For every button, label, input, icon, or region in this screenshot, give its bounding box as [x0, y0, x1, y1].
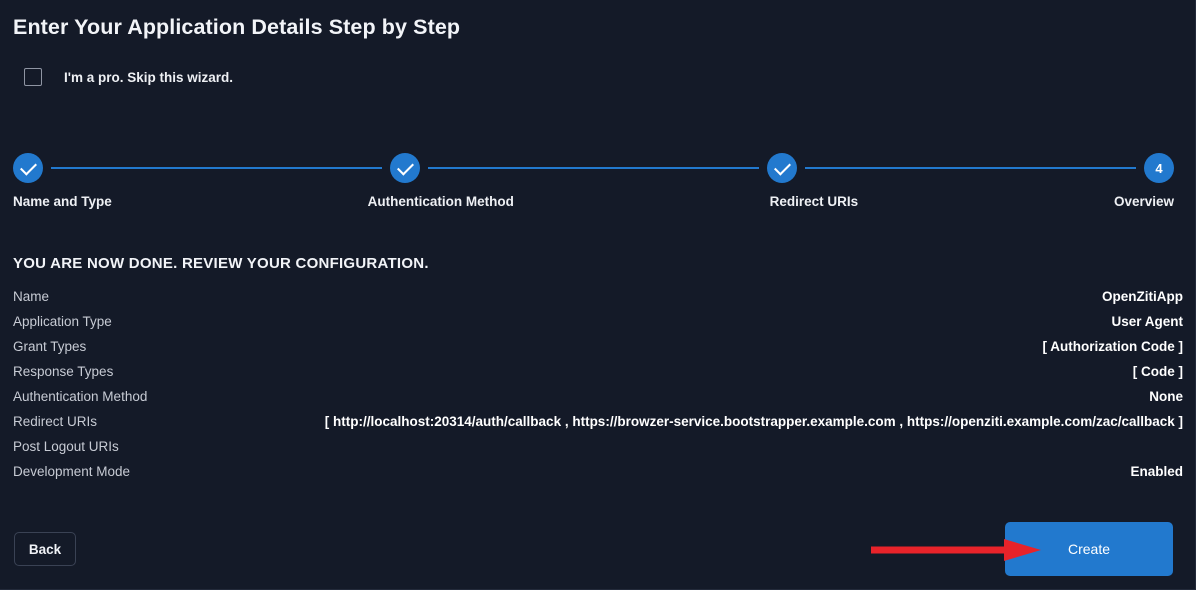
summary-row-name: Name OpenZitiApp — [13, 289, 1183, 314]
summary-row-grant-types: Grant Types [ Authorization Code ] — [13, 339, 1183, 364]
summary-key: Post Logout URIs — [13, 439, 119, 454]
stepper-connector-2 — [428, 166, 759, 170]
check-icon — [396, 158, 414, 176]
stepper-connector-3 — [805, 166, 1136, 170]
stepper-node-2[interactable] — [390, 153, 420, 183]
stepper-node-4-number: 4 — [1155, 160, 1163, 176]
summary-key: Response Types — [13, 364, 114, 379]
summary-key: Name — [13, 289, 50, 304]
summary-value: OpenZitiApp — [1102, 289, 1183, 304]
summary-key: Development Mode — [13, 464, 131, 479]
configuration-summary: Name OpenZitiApp Application Type User A… — [13, 289, 1183, 489]
summary-row-development-mode: Development Mode Enabled — [13, 464, 1183, 489]
create-button[interactable]: Create — [1005, 522, 1173, 576]
summary-value: [ http://localhost:20314/auth/callback ,… — [324, 414, 1183, 429]
stepper-label-overview[interactable]: Overview — [1113, 194, 1174, 209]
stepper-label-name-and-type[interactable]: Name and Type — [13, 194, 112, 209]
summary-row-post-logout-uris: Post Logout URIs — [13, 439, 1183, 464]
summary-key: Application Type — [13, 314, 112, 329]
summary-row-authentication-method: Authentication Method None — [13, 389, 1183, 414]
summary-row-application-type: Application Type User Agent — [13, 314, 1183, 339]
summary-value: [ Code ] — [1132, 364, 1183, 379]
summary-value: [ Authorization Code ] — [1042, 339, 1183, 354]
skip-wizard-checkbox[interactable] — [24, 68, 42, 86]
wizard-stepper: 4 Name and Type Authentication Method Re… — [13, 152, 1174, 222]
summary-value: User Agent — [1111, 314, 1183, 329]
summary-row-redirect-uris: Redirect URIs [ http://localhost:20314/a… — [13, 414, 1183, 439]
skip-wizard-label: I'm a pro. Skip this wizard. — [64, 69, 233, 85]
stepper-connector-1 — [51, 166, 382, 170]
stepper-label-authentication-method[interactable]: Authentication Method — [367, 194, 514, 209]
summary-row-response-types: Response Types [ Code ] — [13, 364, 1183, 389]
summary-value: Enabled — [1130, 464, 1183, 479]
stepper-node-1[interactable] — [13, 153, 43, 183]
review-section-heading: YOU ARE NOW DONE. REVIEW YOUR CONFIGURAT… — [13, 255, 429, 272]
stepper-labels: Name and Type Authentication Method Redi… — [13, 194, 1174, 209]
page-title: Enter Your Application Details Step by S… — [13, 15, 461, 39]
summary-key: Redirect URIs — [13, 414, 98, 429]
stepper-node-3[interactable] — [767, 153, 797, 183]
summary-key: Authentication Method — [13, 389, 148, 404]
skip-wizard-row: I'm a pro. Skip this wizard. — [24, 68, 233, 86]
stepper-node-4[interactable]: 4 — [1144, 153, 1174, 183]
check-icon — [773, 158, 791, 176]
back-button[interactable]: Back — [14, 532, 76, 566]
stepper-track: 4 — [13, 152, 1174, 184]
summary-key: Grant Types — [13, 339, 87, 354]
check-icon — [19, 158, 37, 176]
stepper-label-redirect-uris[interactable]: Redirect URIs — [769, 194, 859, 209]
summary-value: None — [1149, 389, 1183, 404]
